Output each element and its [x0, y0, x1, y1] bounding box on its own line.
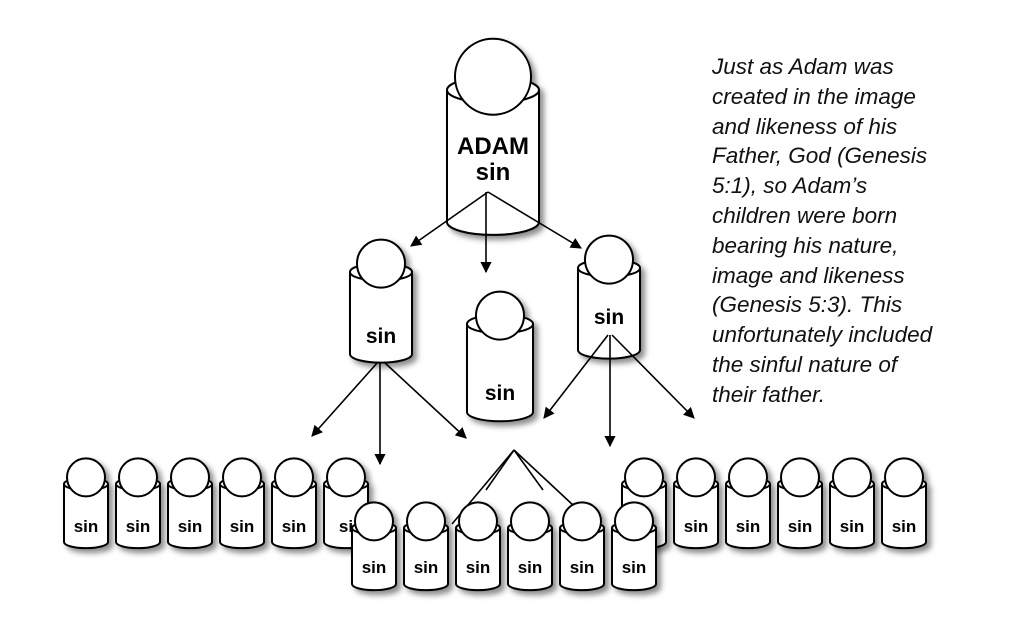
grandchild-figure: sin	[507, 501, 553, 592]
grandchild-figure: sin	[271, 457, 317, 550]
grandchild-figure: sin	[63, 457, 109, 550]
figure-label: sin	[476, 159, 511, 186]
head-circle	[584, 234, 634, 285]
grandchild-figure: sin	[559, 501, 605, 592]
head-circle	[562, 501, 602, 542]
branch-line	[485, 449, 515, 491]
figure-label: ADAM	[457, 133, 529, 160]
head-circle	[780, 457, 820, 498]
descent-arrow	[611, 334, 695, 419]
description-line: Father, God (Genesis	[712, 143, 928, 169]
figure-label: sin	[840, 517, 865, 536]
description-line: 5:1), so Adam’s	[712, 173, 868, 199]
branch-line	[513, 449, 575, 507]
grandchild-figure: sin	[351, 501, 397, 592]
head-circle	[614, 501, 654, 542]
description-line: their father.	[712, 381, 825, 407]
descent-arrow	[311, 361, 379, 437]
head-circle	[624, 457, 664, 498]
figure-label: sin	[230, 517, 255, 536]
description-line: bearing his nature,	[712, 232, 899, 258]
head-circle	[66, 457, 106, 498]
grandchild-figure: sin	[455, 501, 501, 592]
grandchild-figure: sin	[725, 457, 771, 550]
branch-line	[513, 449, 544, 491]
description-text: Just as Adam was created in the image an…	[712, 52, 1012, 410]
figure-label: sin	[126, 517, 151, 536]
head-circle	[356, 238, 406, 289]
head-circle	[170, 457, 210, 498]
grandchild-figure: sin	[881, 457, 927, 550]
grandchild-figure: sin	[829, 457, 875, 550]
figure-label: sin	[788, 517, 813, 536]
descent-arrow	[487, 191, 582, 249]
grandchild-figure: sin	[673, 457, 719, 550]
head-circle	[458, 501, 498, 542]
head-circle	[832, 457, 872, 498]
head-circle	[406, 501, 446, 542]
descent-arrow	[383, 361, 467, 439]
descent-arrow	[410, 191, 489, 247]
figures-layer: sin sin sin sin sin si sin sin sin sin sin sin sin si…	[63, 37, 927, 592]
figure-label: sin	[892, 517, 917, 536]
figure-label: sin	[570, 558, 595, 577]
figure-label: sin	[282, 517, 307, 536]
description-line: the sinful nature of	[712, 351, 898, 377]
figure-label: sin	[366, 325, 396, 348]
figure-label: sin	[414, 558, 439, 577]
description-line: (Genesis 5:3). This	[712, 292, 903, 318]
figure-label: sin	[74, 517, 99, 536]
description-line: and likeness of his	[712, 113, 898, 139]
child-figure-left: sin	[349, 238, 413, 364]
grandchild-figure: sin	[167, 457, 213, 550]
description-line: image and likeness	[712, 262, 905, 288]
head-circle	[222, 457, 262, 498]
figure-label: si	[339, 517, 353, 536]
figure-label: sin	[622, 558, 647, 577]
child-figure-right: sin	[577, 234, 641, 360]
head-circle	[676, 457, 716, 498]
head-circle	[326, 457, 366, 498]
grandchild-figure: sin	[115, 457, 161, 550]
figure-label: sin	[518, 558, 543, 577]
description-line: Just as Adam was	[712, 54, 894, 79]
description-line: unfortunately included	[712, 322, 933, 348]
grandchild-figure: sin	[611, 501, 657, 592]
head-circle	[728, 457, 768, 498]
figure-label: sin	[178, 517, 203, 536]
head-circle	[454, 37, 532, 116]
grandchild-figure: sin	[403, 501, 449, 592]
head-circle	[884, 457, 924, 498]
child-figure-middle: sin	[466, 290, 534, 423]
head-circle	[274, 457, 314, 498]
head-circle	[354, 501, 394, 542]
head-circle	[510, 501, 550, 542]
head-circle	[118, 457, 158, 498]
descent-arrow	[543, 334, 609, 419]
grandchild-figure: sin	[219, 457, 265, 550]
description-line: created in the image	[712, 83, 916, 109]
figure-label: sin	[362, 558, 387, 577]
figure-label: sin	[485, 382, 515, 405]
description-line: children were born	[712, 202, 898, 228]
figure-label: sin	[736, 517, 761, 536]
figure-label: sin	[594, 306, 624, 329]
figure-label: sin	[684, 517, 709, 536]
head-circle	[475, 290, 525, 341]
figure-label: sin	[466, 558, 491, 577]
grandchild-figure: sin	[777, 457, 823, 550]
